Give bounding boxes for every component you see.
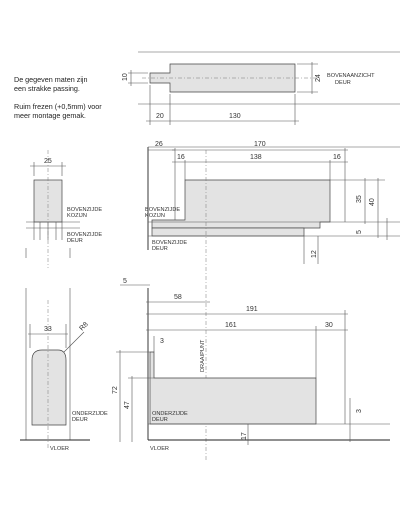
label-vloer-left: VLOER — [50, 446, 69, 452]
dim-low-161: 161 — [225, 322, 237, 329]
label-bovenzijde-deur-front-2: DEUR — [152, 246, 168, 252]
label-draaipunt: DRAAIPUNT — [200, 339, 206, 372]
label-vloer-right: VLOER — [150, 446, 169, 452]
label-bovenzijde-deur-front: BOVENZIJDE — [152, 240, 187, 246]
label-bovenzijde-deur: BOVENZIJDE — [67, 232, 102, 238]
note-text: De gegeven maten zijn een strakke passin… — [14, 75, 124, 93]
side-view-bottom: 33 R8 ONDERZIJDE DEUR VLOER — [20, 288, 108, 452]
dim-mid-40: 40 — [369, 198, 376, 206]
note-text-2: Ruim frezen (+0,5mm) voor meer montage g… — [14, 102, 134, 120]
dim-left-r8: R8 — [78, 321, 89, 332]
label-bovenzijde-kozijn-2: KOZIJN — [67, 213, 87, 219]
dim-mid-16b: 16 — [333, 154, 341, 161]
label-onderzijde-deur-2: DEUR — [72, 417, 88, 423]
dim-top-20: 20 — [156, 113, 164, 120]
label-onderzijde-deur-front-2: DEUR — [152, 417, 168, 423]
dim-top-24: 24 — [315, 74, 322, 82]
front-view-top: 26 170 16 138 16 35 40 5 12 BOVENZIJDE K… — [145, 141, 400, 460]
dim-low-5: 5 — [123, 278, 127, 285]
dim-low-191: 191 — [246, 306, 258, 313]
front-view-bottom: 5 58 191 161 30 3 72 47 3 — [112, 278, 390, 452]
dim-top-10: 10 — [122, 73, 129, 81]
note-line-3: Ruim frezen (+0,5mm) voor — [14, 102, 102, 111]
dim-mid-16a: 16 — [177, 154, 185, 161]
dim-mid-5: 5 — [356, 230, 363, 234]
dim-low-3b: 3 — [356, 409, 363, 413]
dim-mid-170: 170 — [254, 141, 266, 148]
label-onderzijde-deur-front: ONDERZIJDE — [152, 411, 188, 417]
note-line-1: De gegeven maten zijn — [14, 75, 88, 84]
dim-mid-35: 35 — [356, 195, 363, 203]
dim-low-47: 47 — [124, 401, 131, 409]
label-bovenzijde-deur-2: DEUR — [67, 238, 83, 244]
dim-mid-138: 138 — [250, 154, 262, 161]
label-bovenaanzicht: BOVENAANZICHT — [327, 73, 375, 79]
label-onderzijde-deur: ONDERZIJDE — [72, 411, 108, 417]
label-bovenaanzicht-deur: DEUR — [335, 80, 351, 86]
dim-low-30: 30 — [325, 322, 333, 329]
label-bovenzijde-kozijn-front: BOVENZIJDE — [145, 207, 180, 213]
label-bovenzijde-kozijn: BOVENZIJDE — [67, 207, 102, 213]
note-line-4: meer montage gemak. — [14, 111, 86, 120]
side-view-top: 25 BOVENZIJDE KOZIJN BOVENZIJDE DEUR — [25, 150, 102, 268]
dim-mid-12: 12 — [311, 250, 318, 258]
dim-low-72: 72 — [112, 386, 119, 394]
dim-top-130: 130 — [229, 113, 241, 120]
label-bovenzijde-kozijn-front-2: KOZIJN — [145, 213, 165, 219]
top-view: 10 24 20 130 BOVENAANZICHT DEUR — [122, 51, 400, 125]
dim-low-17: 17 — [241, 432, 248, 440]
dim-mid-26: 26 — [155, 141, 163, 148]
dim-low-3: 3 — [160, 338, 164, 345]
dim-low-58: 58 — [174, 294, 182, 301]
note-line-2: een strakke passing. — [14, 84, 80, 93]
